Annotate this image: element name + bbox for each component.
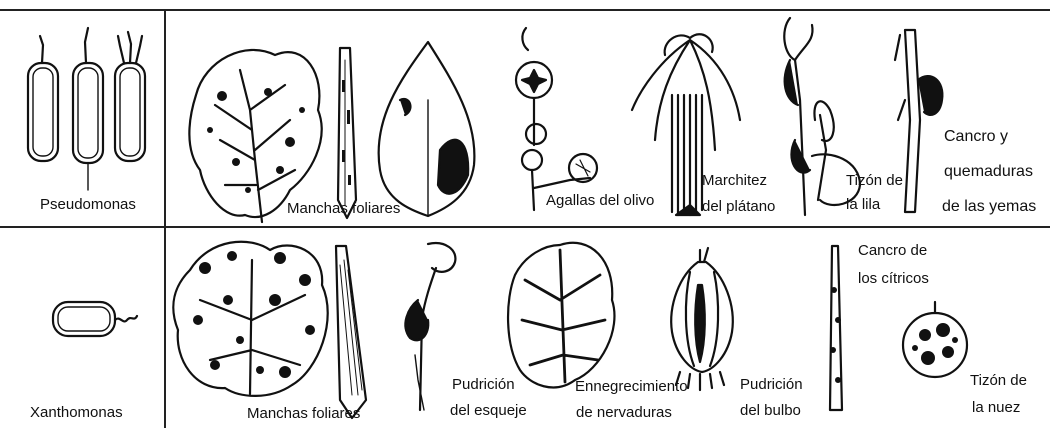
label-tizon-nuez-1: Tizón de [970, 372, 1027, 390]
label-marchitez-2: del plátano [702, 198, 775, 216]
label-cancro-citricos-1: Cancro de [858, 242, 927, 260]
label-tizon-lila-1: Tizón de [846, 172, 903, 190]
pseudomonas-bacterium-1 [28, 36, 58, 161]
cutting-rot-illustration [405, 243, 455, 410]
label-cancro-2: quemaduras [944, 163, 1033, 181]
striped-blade-illustration [336, 246, 366, 418]
label-pudricion-esqueje-2: del esqueje [450, 402, 527, 420]
leaf-spots-illustration [189, 50, 321, 222]
label-tizon-lila-2: la lila [846, 196, 880, 214]
citrus-canker-illustration [830, 246, 842, 410]
pseudomonas-bacterium-3 [115, 32, 145, 161]
olive-knot-illustration [516, 28, 597, 210]
label-agallas-del-olivo: Agallas del olivo [546, 192, 654, 210]
label-manchas-foliares-1: Manchas foliares [287, 200, 400, 218]
heart-leaf-illustration [379, 42, 475, 216]
label-manchas-foliares-2: Manchas foliares [247, 405, 360, 423]
label-marchitez-1: Marchitez [702, 172, 767, 190]
label-ennegrecimiento-2: de nervaduras [576, 404, 672, 422]
bulb-rot-illustration [671, 248, 733, 390]
leaf-spots-2-illustration [173, 242, 327, 396]
label-xanthomonas: Xanthomonas [30, 404, 123, 422]
xanthomonas-bacterium [53, 302, 137, 336]
label-pudricion-bulbo-1: Pudrición [740, 376, 803, 394]
label-ennegrecimiento-1: Ennegrecimiento [575, 378, 688, 396]
label-cancro-1: Cancro y [944, 128, 1008, 146]
label-pseudomonas: Pseudomonas [40, 196, 136, 214]
walnut-blight-illustration [903, 302, 967, 377]
vein-blackening-illustration [508, 243, 614, 388]
pseudomonas-bacterium-2 [73, 28, 103, 163]
label-cancro-3: de las yemas [942, 198, 1036, 216]
grass-blade-illustration [338, 48, 356, 218]
label-cancro-citricos-2: los cítricos [858, 270, 929, 288]
label-tizon-nuez-2: la nuez [972, 399, 1020, 417]
label-pudricion-esqueje-1: Pudrición [452, 376, 515, 394]
label-pudricion-bulbo-2: del bulbo [740, 402, 801, 420]
